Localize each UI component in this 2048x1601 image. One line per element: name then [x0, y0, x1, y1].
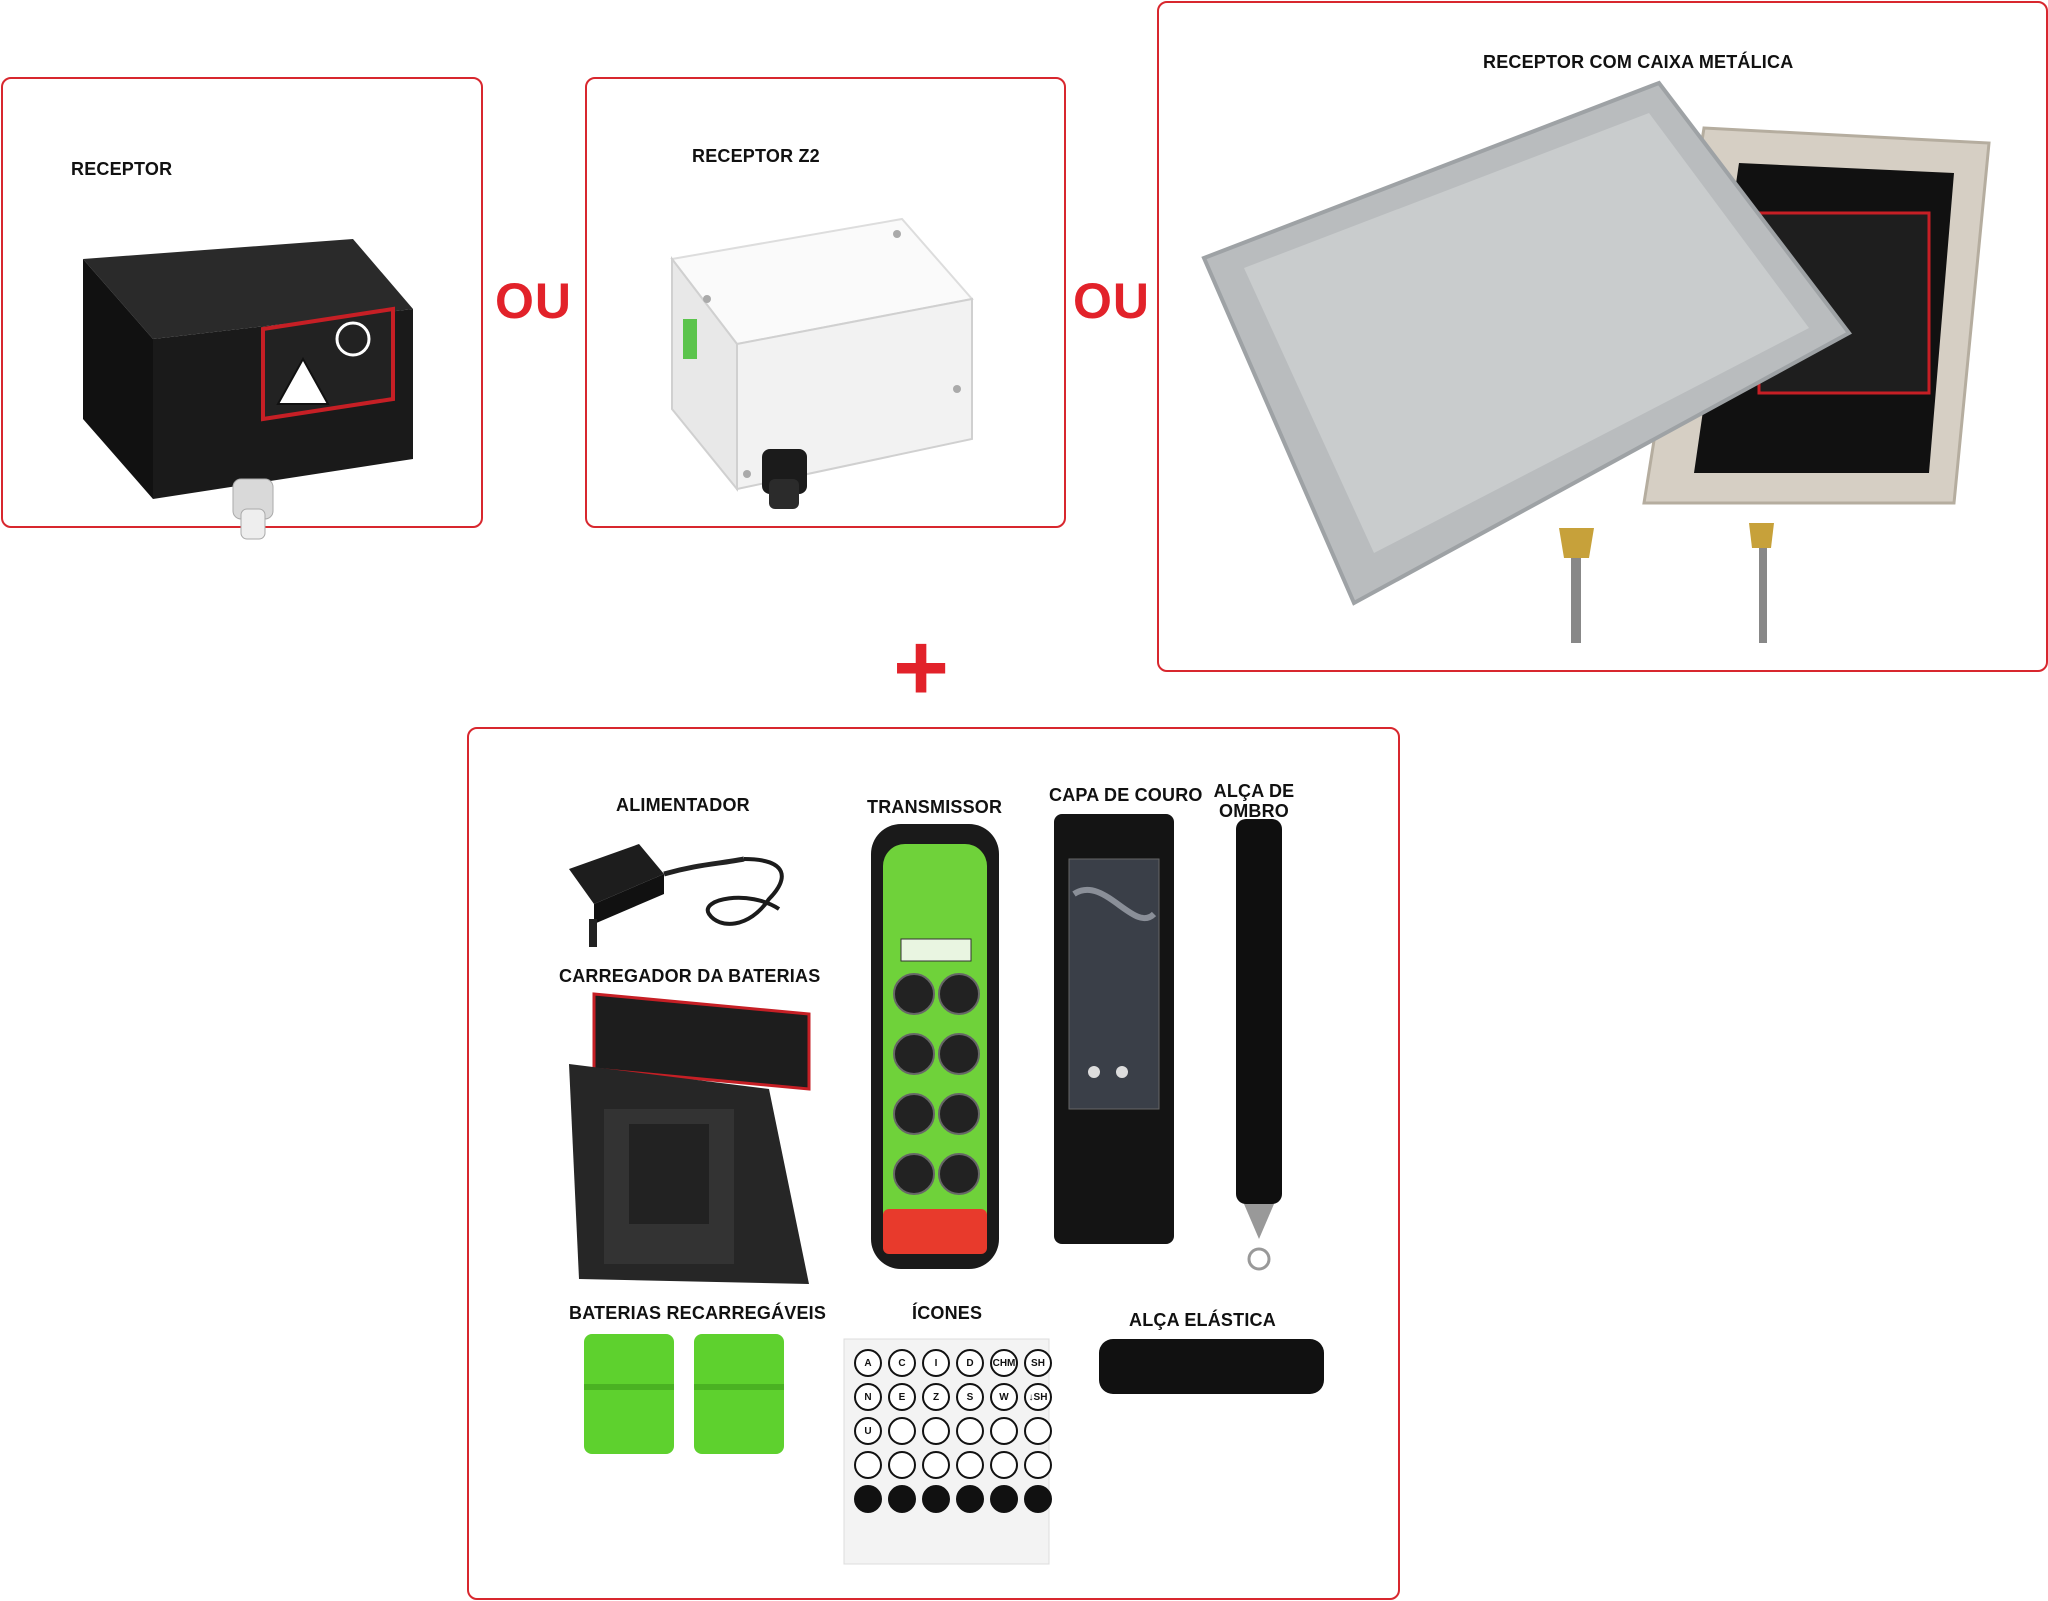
transmissor-label: TRANSMISSOR — [867, 797, 1003, 817]
icon-sheet-item — [922, 1417, 950, 1445]
icon-sheet-item — [956, 1485, 984, 1513]
icon-sheet-item — [1024, 1417, 1052, 1445]
alimentador-label: ALIMENTADOR — [616, 795, 750, 815]
rechargeable-batteries-image — [584, 1334, 784, 1454]
icon-sheet-item — [888, 1485, 916, 1513]
icon-sheet-item — [922, 1485, 950, 1513]
receptor-metal-device-image — [1201, 80, 1991, 643]
icon-sheet-item — [888, 1451, 916, 1479]
alca-ombro-label: ALÇA DE OMBRO — [1213, 781, 1295, 821]
icon-sheet-item — [990, 1417, 1018, 1445]
capa-label: CAPA DE COURO — [1049, 785, 1203, 805]
icon-sheet-item — [1024, 1485, 1052, 1513]
icon-sheet-item: A — [854, 1349, 882, 1377]
receptor-z2-label: RECEPTOR Z2 — [692, 146, 820, 166]
transmitter-image — [871, 824, 999, 1269]
icon-sheet-item: D — [956, 1349, 984, 1377]
receptor-z2-panel: RECEPTOR Z2 — [585, 77, 1066, 528]
shoulder-strap-image — [1236, 819, 1282, 1271]
plus-sign: + — [893, 614, 950, 721]
icones-label: ÍCONES — [912, 1303, 983, 1323]
icon-sheet-item: W — [990, 1383, 1018, 1411]
elastic-strap-image — [1099, 1339, 1324, 1394]
or-separator-2: OU — [1073, 273, 1150, 329]
icon-sheet-item — [1024, 1451, 1052, 1479]
icon-sheet-item — [956, 1417, 984, 1445]
icon-sheet-item: U — [854, 1417, 882, 1445]
baterias-label: BATERIAS RECARREGÁVEIS — [569, 1303, 827, 1323]
icon-sheet-item: E — [888, 1383, 916, 1411]
accessories-panel: ALIMENTADOR TRANSMISSOR CAPA DE COURO AL… — [467, 727, 1400, 1600]
receptor-label: RECEPTOR — [71, 159, 173, 179]
alca-elastica-label: ALÇA ELÁSTICA — [1129, 1310, 1276, 1330]
icon-sheet-item — [956, 1451, 984, 1479]
icon-sheet-item — [854, 1485, 882, 1513]
icon-sheet-image — [843, 1338, 1050, 1565]
battery-charger-image — [569, 992, 811, 1284]
icon-sheet-item: S — [956, 1383, 984, 1411]
receptor-metal-panel: RECEPTOR COM CAIXA METÁLICA — [1157, 1, 2048, 672]
carregador-label: CARREGADOR DA BATERIAS — [559, 966, 821, 986]
icon-sheet-item — [922, 1451, 950, 1479]
icon-sheet-item: Z — [922, 1383, 950, 1411]
icon-sheet-item: I — [922, 1349, 950, 1377]
receptor-panel: RECEPTOR — [1, 77, 483, 540]
receptor-z2-device-image — [670, 217, 974, 509]
leather-case-image — [1054, 814, 1174, 1244]
icon-sheet-item: ↓SH — [1024, 1383, 1052, 1411]
or-separator-1: OU — [495, 273, 572, 329]
icon-sheet-item: CHM — [990, 1349, 1018, 1377]
icon-sheet-item — [990, 1485, 1018, 1513]
icon-sheet-item: N — [854, 1383, 882, 1411]
receptor-metal-label: RECEPTOR COM CAIXA METÁLICA — [1483, 52, 1794, 72]
icon-sheet-item — [854, 1451, 882, 1479]
icon-sheet-item: SH — [1024, 1349, 1052, 1377]
icon-sheet-item: C — [888, 1349, 916, 1377]
icon-sheet-item — [888, 1417, 916, 1445]
receptor-device-image — [83, 239, 413, 540]
icon-sheet-item — [990, 1451, 1018, 1479]
power-adapter-image — [569, 844, 784, 947]
